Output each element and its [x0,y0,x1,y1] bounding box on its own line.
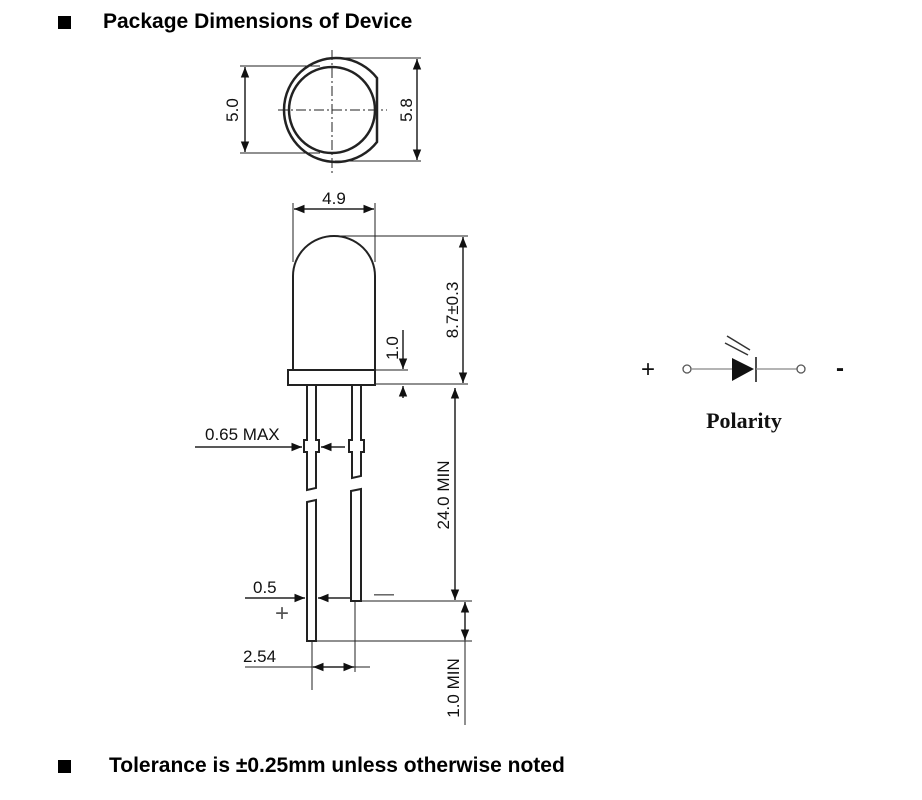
dim-body-height: 8.7±0.3 [443,282,462,339]
dim-lead-max: 0.65 MAX [205,425,280,444]
dim-lead-offset: 1.0 MIN [444,658,463,718]
polarity-symbol: + - Polarity [641,335,844,433]
dim-body-width: 4.9 [322,189,346,208]
dim-flange-diameter: 5.8 [397,98,416,122]
anode-mark: + [275,600,289,627]
cathode-mark: — [374,583,394,605]
header-title: Package Dimensions of Device [103,10,413,33]
polarity-minus: - [836,355,844,382]
lead-dimensions [195,388,472,725]
dim-flange-height: 1.0 [383,336,402,360]
side-view-body [287,203,468,398]
dim-lead-length: 24.0 MIN [434,461,453,530]
polarity-plus: + [641,356,655,383]
dim-top-diameter: 5.0 [223,98,242,122]
leads [303,385,365,642]
diode-icon [732,358,754,381]
dim-pitch: 2.54 [243,647,276,666]
dim-lead-width: 0.5 [253,578,277,597]
top-view [240,50,422,175]
polarity-label: Polarity [706,408,782,433]
footer: Tolerance is ±0.25mm unless otherwise no… [58,754,565,778]
header: Package Dimensions of Device [58,10,412,34]
bullet-square-icon [58,15,71,29]
tolerance-note: Tolerance is ±0.25mm unless otherwise no… [109,754,565,777]
bullet-square-icon [58,759,71,773]
